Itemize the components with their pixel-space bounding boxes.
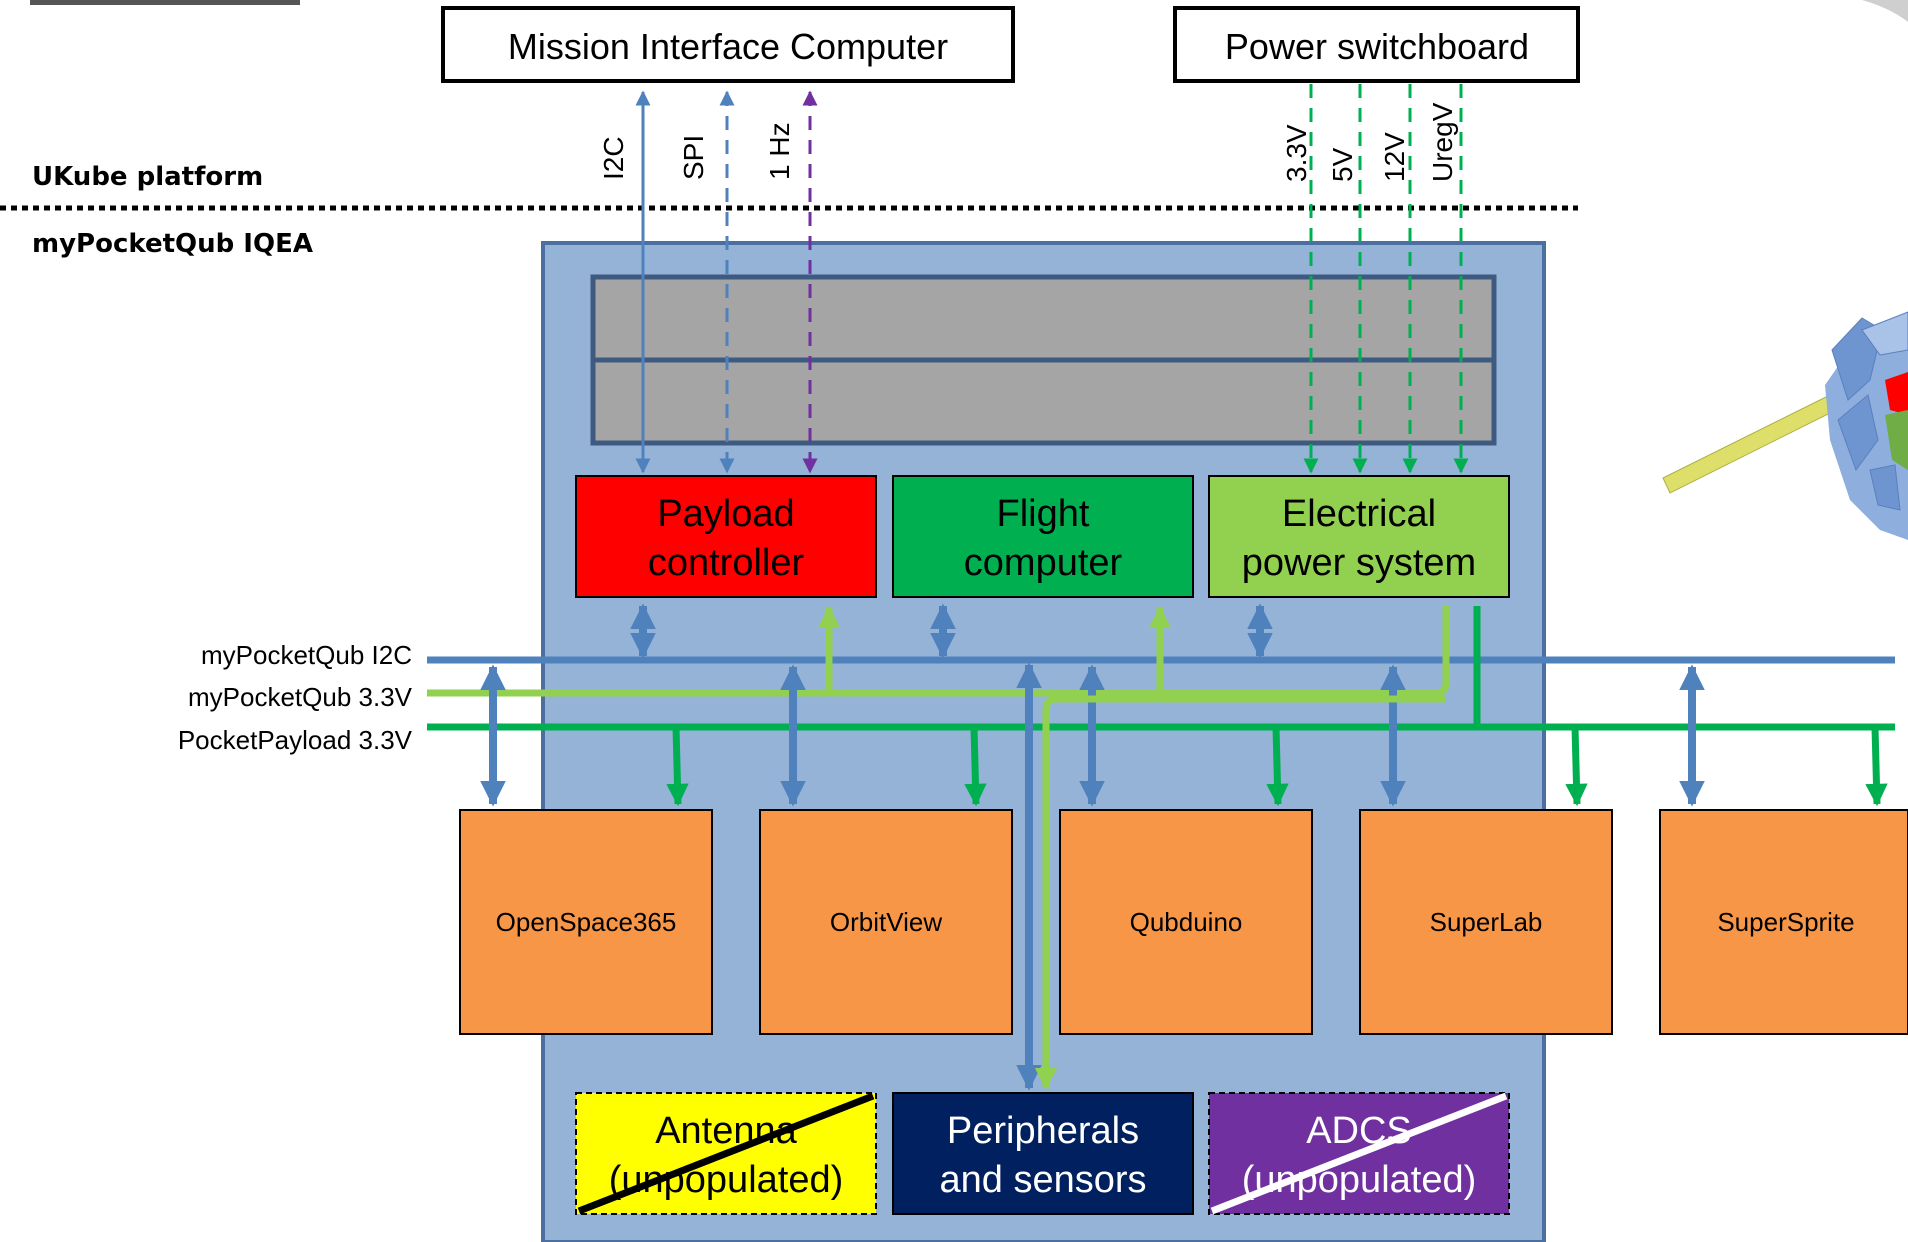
uregv-power-label: UregV	[1427, 102, 1458, 182]
adcs-strike-line	[1210, 1092, 1508, 1215]
power-switchboard-label: Power switchboard	[1225, 26, 1529, 67]
antenna-label-2: (unpopulated)	[609, 1159, 844, 1201]
payload-boxes: OpenSpace365 OrbitView Qubduino SuperLab Sup…	[459, 809, 1908, 1035]
power-switchboard-box: Power switchboard	[1173, 6, 1580, 83]
electrical-power-system-box: Electrical power system	[1208, 475, 1510, 598]
eps-label-1: Electrical	[1282, 493, 1436, 535]
peripherals-feed	[1016, 662, 1446, 1091]
peripherals-label-1: Peripherals	[947, 1110, 1139, 1152]
peripherals-box: Peripherals and sensors	[892, 1092, 1194, 1215]
payload-label: SuperSprite	[1717, 907, 1854, 937]
adcs-label-2: (unpopulated)	[1242, 1159, 1477, 1201]
mission-interface-computer-box: Mission Interface Computer	[441, 6, 1015, 83]
eps-label-2: power system	[1242, 542, 1476, 584]
flight-computer-box: Flight computer	[892, 475, 1194, 598]
payload-label: OrbitView	[830, 907, 942, 937]
peripherals-label-2: and sensors	[939, 1159, 1146, 1201]
mypocketqub-iqea-label: myPocketQub IQEA	[32, 229, 313, 259]
payload-controller-label-2: controller	[648, 542, 805, 584]
v12-power-label: 12V	[1379, 132, 1410, 182]
i2c-signal-label: I2C	[598, 136, 629, 180]
adcs-box: ADCS (unpopulated)	[1208, 1092, 1510, 1215]
payload-box-qubduino: Qubduino	[1059, 809, 1313, 1035]
flight-computer-label-1: Flight	[997, 493, 1090, 535]
spi-signal-label: SPI	[678, 135, 709, 180]
power-lines	[1303, 84, 1469, 474]
payload-label: Qubduino	[1130, 907, 1243, 937]
flight-computer-label-2: computer	[964, 542, 1123, 584]
antenna-strike-line	[577, 1092, 875, 1215]
subsystem-bus-connectors	[630, 603, 1273, 693]
bus-label-pp33: PocketPayload 3.3V	[178, 725, 413, 755]
payload-bus-connectors	[480, 664, 1888, 807]
bus-label-i2c: myPocketQub I2C	[201, 640, 412, 670]
payload-box-superlab: SuperLab	[1359, 809, 1613, 1035]
bus-line-pp33	[427, 606, 1895, 731]
payload-label: OpenSpace365	[496, 907, 677, 937]
ukube-platform-label: UKube platform	[32, 162, 263, 192]
payload-label: SuperLab	[1430, 907, 1543, 937]
payload-box-supersprite: SuperSprite	[1659, 809, 1908, 1035]
payload-box-openspace365: OpenSpace365	[459, 809, 713, 1035]
antenna-label-1: Antenna	[655, 1110, 797, 1152]
payload-controller-label-1: Payload	[657, 493, 794, 535]
antenna-box: Antenna (unpopulated)	[575, 1092, 877, 1215]
one-hz-signal-label: 1 Hz	[764, 122, 795, 180]
thumbnail-image	[30, 0, 300, 5]
bus-label-v33: myPocketQub 3.3V	[188, 682, 413, 712]
v5-power-label: 5V	[1327, 147, 1358, 182]
v33-power-label: 3.3V	[1281, 124, 1312, 182]
bus-line-v33	[427, 606, 1450, 697]
payload-box-orbitview: OrbitView	[759, 809, 1013, 1035]
mission-interface-computer-label: Mission Interface Computer	[508, 26, 948, 67]
adcs-label-1: ADCS	[1306, 1110, 1412, 1152]
payload-controller-box: Payload controller	[575, 475, 877, 598]
satellite-illustration	[1662, 311, 1908, 540]
decorative-corner	[1862, 0, 1908, 22]
backplane-slot	[590, 274, 1497, 446]
